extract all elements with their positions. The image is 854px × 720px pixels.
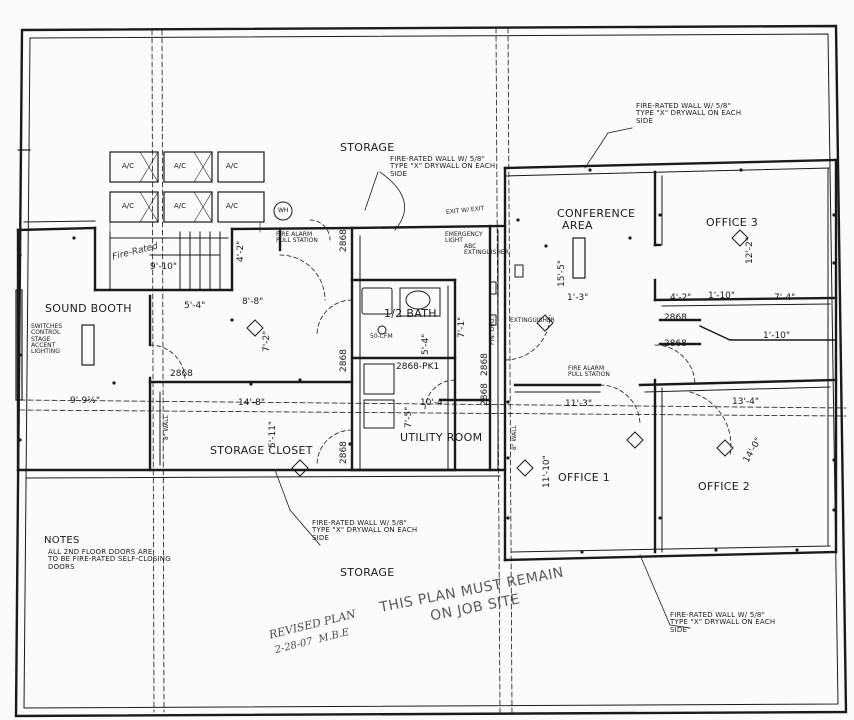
door-tag: 2868: [480, 383, 490, 406]
dimension-label: 8'-8": [242, 297, 264, 307]
room-storage-closet: STORAGE CLOSET: [210, 444, 313, 457]
extinguisher-note: EXTINGUISHER: [510, 317, 555, 324]
room-conference-line2: AREA: [562, 219, 593, 232]
fire-rated-note-top: FIRE-RATED WALL W/ 5/8" TYPE "X" DRYWALL…: [636, 102, 742, 125]
dimension-label: 7'-4": [774, 293, 796, 303]
dimension-label: 9'-10": [150, 262, 178, 272]
room-sound-booth: SOUND BOOTH: [45, 302, 132, 315]
dimension-label: 1'-10": [708, 291, 736, 301]
fan-cfm-label: 50-CFM: [370, 333, 393, 340]
emergency-light-note: EMERGENCY LIGHT: [445, 231, 483, 245]
dimension-label: 5'-4": [421, 333, 431, 355]
door-tag: 2868: [339, 441, 349, 464]
dimension-label: 5'-11": [268, 420, 278, 448]
column-grid-lines: [19, 27, 847, 713]
note-leaders: [274, 127, 691, 629]
room-conference-line1: CONFERENCE: [557, 207, 636, 220]
ac-unit-label: A/C: [226, 162, 239, 170]
ac-units: [109, 151, 265, 233]
right-block-walls: [503, 158, 838, 562]
eight-wall-left: 8" WALL: [163, 415, 170, 440]
fire-rated-note-bottom: FIRE-RATED WALL W/ 5/8" TYPE "X" DRYWALL…: [312, 519, 418, 542]
sound-booth-fixtures: [15, 289, 95, 401]
notes-title: NOTES: [44, 535, 80, 546]
fire-rated-note-right: FIRE-RATED WALL W/ 5/8" TYPE "X" DRYWALL…: [670, 611, 776, 634]
switches-note: SWITCHES CONTROL STAGE ACCENT LIGHTING: [31, 323, 63, 356]
electrical-symbols: [246, 229, 749, 477]
fire-alarm-note: FIRE ALARM PULL STATION: [276, 231, 318, 245]
stairs: [109, 231, 229, 291]
room-office-1: OFFICE 1: [558, 471, 611, 484]
door-tag: 2868: [664, 313, 687, 323]
water-heater: [273, 201, 293, 221]
bath-fixtures: [361, 287, 441, 429]
room-office-2: OFFICE 2: [698, 480, 751, 493]
dimension-label: 5'-4": [184, 301, 206, 311]
fire-alarm-pull-note: FIRE ALARM PULL STATION: [568, 365, 610, 379]
eight-wall-right: 8" WALL: [511, 425, 518, 450]
dimension-label: 4'-2": [236, 240, 246, 262]
fin-opening-note: FIN. OPG.: [489, 316, 496, 345]
outer-wall: [14, 24, 848, 718]
left-block-walls: [16, 166, 507, 562]
room-utility: UTILITY ROOM: [400, 431, 483, 444]
ac-unit-label: A/C: [174, 202, 187, 210]
ac-unit-label: A/C: [226, 202, 239, 210]
ac-unit-label: A/C: [122, 162, 135, 170]
door-tag-bath: 2868-PK1: [396, 362, 440, 372]
dimension-label: 11'-3": [565, 399, 593, 409]
conference-whiteboard: [572, 237, 586, 279]
dimension-label: 14'-8": [238, 398, 266, 408]
dimension-label: 9'-9½": [70, 396, 101, 406]
notes-body: ALL 2ND FLOOR DOORS ARE TO BE FIRE-RATED…: [48, 548, 171, 571]
dimension-label: 7'-5": [404, 406, 414, 428]
dimension-label: 1'-10": [763, 331, 791, 341]
door-tag: 2868: [170, 369, 193, 379]
ac-unit-label: A/C: [122, 202, 135, 210]
dimension-label: 7'-1": [457, 316, 467, 338]
ac-unit-label: A/C: [174, 162, 187, 170]
dimension-label: 12'-2": [745, 236, 755, 264]
abc-extinguisher-note: ABC EXTINGUISHER: [464, 243, 509, 257]
room-storage-bottom: STORAGE: [340, 566, 395, 579]
door-tag: 2868: [339, 349, 349, 372]
dimension-label: 7'-2": [262, 330, 272, 352]
dimension-label: 1'-3": [567, 293, 589, 303]
door-tag: 2868: [339, 229, 349, 252]
door-tag: 2868: [664, 339, 687, 349]
receptacle-dots: [18, 168, 836, 554]
dimension-label: 4'-2": [670, 293, 692, 303]
water-heater-label: WH: [278, 207, 289, 214]
dimension-label: 11'-10": [542, 455, 552, 488]
dimension-label: 13'-4": [732, 397, 760, 407]
room-storage-top: STORAGE: [340, 141, 395, 154]
dimension-label: 15'-5": [557, 259, 567, 287]
storage-upper-boundary: [16, 149, 838, 232]
fire-rated-note-mid: FIRE-RATED WALL W/ 5/8" TYPE "X" DRYWALL…: [390, 155, 496, 178]
room-half-bath: 1/2 BATH: [384, 307, 437, 320]
door-tag: 2868: [480, 353, 490, 376]
dimension-label: 10'-4": [420, 398, 448, 408]
room-office-3: OFFICE 3: [706, 216, 759, 229]
